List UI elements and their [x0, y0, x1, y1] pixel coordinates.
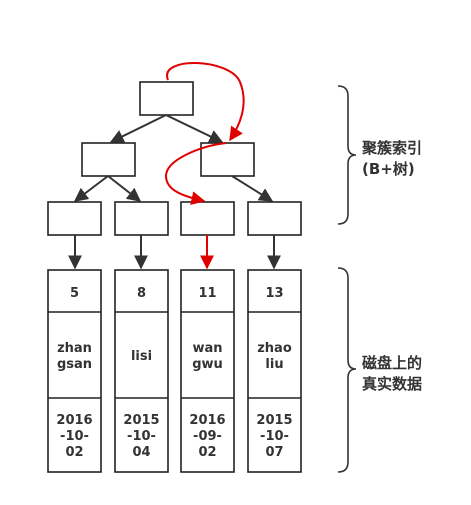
leaf-node-4 — [247, 201, 302, 236]
edge-left-to-leaf2 — [107, 175, 142, 202]
record-id: 11 — [198, 286, 216, 301]
record-date: -10- — [260, 429, 289, 444]
record-id: 13 — [265, 286, 283, 301]
record-date: 2016 — [56, 413, 92, 428]
disk-records: 5zhangsan2016-10-028lisi2015-10-0411wang… — [47, 269, 302, 473]
record-name: gsan — [57, 357, 92, 372]
record-id: 5 — [70, 286, 79, 301]
index-label-line2: (B+树) — [362, 160, 415, 178]
root-node — [139, 81, 194, 116]
record-date: -09- — [193, 429, 222, 444]
edge-left-to-leaf1 — [73, 175, 109, 202]
edge-root-to-left — [109, 114, 167, 143]
disk-label-line1: 磁盘上的 — [362, 354, 422, 372]
search-path-root-to-right — [166, 62, 245, 142]
record-column — [247, 269, 302, 473]
record-date: 04 — [132, 445, 150, 460]
record-date: -10- — [127, 429, 156, 444]
search-path-right-to-leaf3 — [164, 142, 227, 206]
brace-index — [337, 85, 357, 225]
record-name: liu — [265, 357, 283, 372]
internal-node-right — [200, 142, 255, 177]
brace-disk — [337, 267, 357, 473]
record-column — [180, 269, 235, 473]
record-column — [47, 269, 102, 473]
record-date: 07 — [265, 445, 283, 460]
edge-right-to-leaf4 — [231, 175, 274, 202]
edge-root-to-right — [165, 114, 224, 143]
record-column — [114, 269, 169, 473]
record-name: zhan — [57, 341, 92, 356]
leaf-node-3 — [180, 201, 235, 236]
record-date: 2015 — [123, 413, 159, 428]
record-date: 2015 — [256, 413, 292, 428]
record-name: wan — [192, 341, 222, 356]
leaf-node-2 — [114, 201, 169, 236]
record-date: 02 — [65, 445, 83, 460]
record-date: 2016 — [189, 413, 225, 428]
leaf-node-1 — [47, 201, 102, 236]
record-name: gwu — [192, 357, 223, 372]
record-name: zhao — [257, 341, 292, 356]
index-label-line1: 聚簇索引 — [361, 139, 422, 157]
disk-label-line2: 真实数据 — [362, 375, 422, 393]
record-id: 8 — [137, 286, 146, 301]
record-name: lisi — [131, 349, 152, 364]
record-date: -10- — [60, 429, 89, 444]
record-date: 02 — [198, 445, 216, 460]
internal-node-left — [81, 142, 136, 177]
